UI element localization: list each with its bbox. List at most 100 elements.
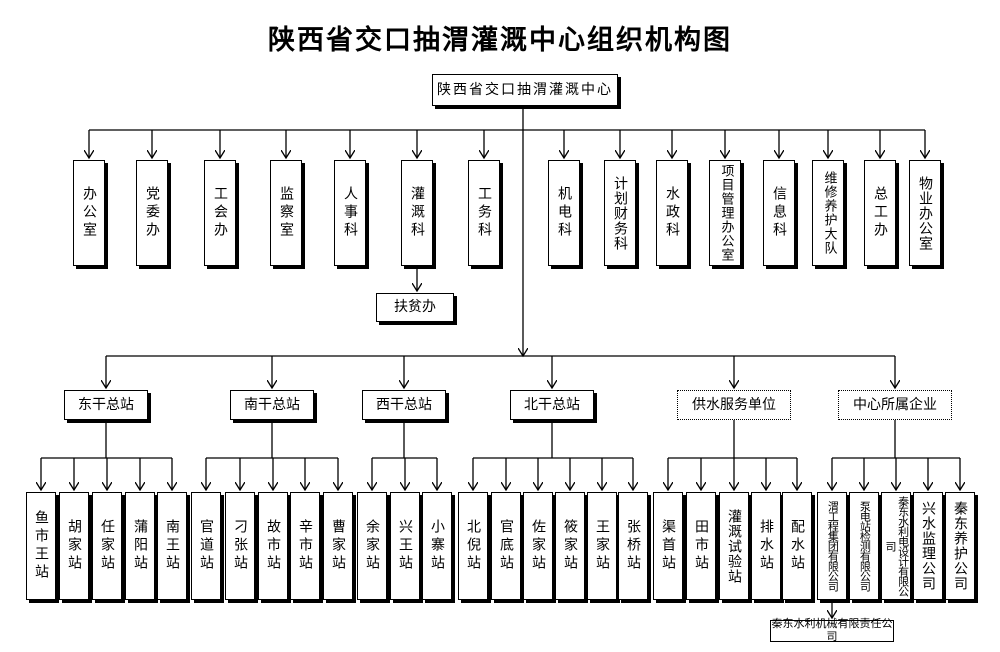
station-box-label: 刁张站 xyxy=(232,519,249,573)
department-box-label: 总工办 xyxy=(872,186,889,240)
station-box-label: 张桥站 xyxy=(625,519,642,573)
station-box: 鱼市王站 xyxy=(26,492,56,600)
group-box-label: 中心所属企业 xyxy=(853,396,937,413)
station-box-label: 佐家站 xyxy=(530,519,547,573)
station-box: 刁张站 xyxy=(225,492,255,600)
station-box: 南王站 xyxy=(157,492,187,600)
root-label: 陕西省交口抽渭灌溉中心 xyxy=(437,81,613,98)
station-box-label: 官道站 xyxy=(198,519,215,573)
group-box-label: 西干总站 xyxy=(376,396,432,413)
department-box: 计划财务科 xyxy=(604,160,636,266)
station-box-label: 辛市站 xyxy=(297,519,314,573)
sub-company-node: 秦东水利机械有限责任公司 xyxy=(770,617,894,643)
department-box-label: 党委办 xyxy=(144,186,161,240)
station-box: 渭工程集团有限公司 xyxy=(817,492,847,600)
station-box-label: 小寨站 xyxy=(429,519,446,573)
department-box-label: 计划财务科 xyxy=(612,175,629,251)
station-box: 兴水监理公司 xyxy=(913,492,943,600)
department-box: 项目管理办公室 xyxy=(709,160,741,266)
sub-department-label: 扶贫办 xyxy=(394,299,436,316)
station-box: 秦东养护公司 xyxy=(945,492,975,600)
station-box: 田市站 xyxy=(686,492,716,600)
station-box-label: 任家站 xyxy=(99,519,116,573)
station-box: 官道站 xyxy=(191,492,221,600)
station-box-label: 胡家站 xyxy=(66,519,83,573)
station-box: 张桥站 xyxy=(618,492,648,600)
group-box: 中心所属企业 xyxy=(838,390,952,420)
station-box: 渠首站 xyxy=(653,492,683,600)
station-box: 官底站 xyxy=(491,492,521,600)
station-box: 王家站 xyxy=(587,492,617,600)
sub-company-label: 秦东水利机械有限责任公司 xyxy=(771,617,893,643)
department-box: 人事科 xyxy=(334,160,366,266)
station-box: 小寨站 xyxy=(422,492,452,600)
station-box: 筱家站 xyxy=(555,492,585,600)
root-node: 陕西省交口抽渭灌溉中心 xyxy=(432,74,618,106)
group-box: 供水服务单位 xyxy=(677,390,791,420)
station-box: 配水站 xyxy=(782,492,812,600)
station-box-label: 配水站 xyxy=(789,519,806,573)
station-box: 灌溉试验站 xyxy=(719,492,749,600)
group-box: 南干总站 xyxy=(230,390,314,420)
station-box-label: 余家站 xyxy=(364,519,381,573)
department-box-label: 灌溉科 xyxy=(409,186,426,240)
group-box: 西干总站 xyxy=(362,390,446,420)
station-box-label: 兴水监理公司 xyxy=(920,501,937,591)
station-box-label: 秦东水利电设计有限公司 xyxy=(884,496,910,596)
station-box-label: 故市站 xyxy=(265,519,282,573)
department-box-label: 人事科 xyxy=(342,186,359,240)
department-box-label: 物业办公室 xyxy=(917,175,934,251)
department-box-label: 信息科 xyxy=(771,186,788,240)
department-box: 工会办 xyxy=(204,160,236,266)
group-box-label: 供水服务单位 xyxy=(692,396,776,413)
department-box-label: 工务科 xyxy=(476,186,493,240)
department-box-label: 水政科 xyxy=(664,186,681,240)
station-box: 任家站 xyxy=(92,492,122,600)
department-box: 维修养护大队 xyxy=(812,160,844,266)
department-box-label: 项目管理办公室 xyxy=(718,164,734,262)
group-box: 北干总站 xyxy=(510,390,594,420)
department-box-label: 机电科 xyxy=(556,186,573,240)
station-box-label: 灌溉试验站 xyxy=(726,508,743,584)
chart-title: 陕西省交口抽渭灌溉中心组织机构图 xyxy=(268,25,732,56)
station-box-label: 鱼市王站 xyxy=(33,510,50,582)
department-box-label: 办公室 xyxy=(81,186,98,240)
station-box: 胡家站 xyxy=(59,492,89,600)
department-box: 总工办 xyxy=(864,160,896,266)
department-box: 信息科 xyxy=(763,160,795,266)
station-box-label: 北倪站 xyxy=(465,519,482,573)
station-box-label: 秦东养护公司 xyxy=(952,501,969,591)
department-box: 灌溉科 xyxy=(401,160,433,266)
station-box: 兴王站 xyxy=(390,492,420,600)
sub-department-node: 扶贫办 xyxy=(376,293,454,322)
station-box-label: 南王站 xyxy=(164,519,181,573)
station-box: 北倪站 xyxy=(458,492,488,600)
station-box-label: 兴王站 xyxy=(397,519,414,573)
department-box: 党委办 xyxy=(136,160,168,266)
department-box: 监察室 xyxy=(270,160,302,266)
department-box-label: 维修养护大队 xyxy=(821,171,837,255)
station-box-label: 蒲阳站 xyxy=(132,519,149,573)
station-box: 佐家站 xyxy=(523,492,553,600)
station-box-label: 官底站 xyxy=(498,519,515,573)
group-box: 东干总站 xyxy=(64,390,148,420)
group-box-label: 北干总站 xyxy=(524,396,580,413)
department-box: 办公室 xyxy=(73,160,105,266)
station-box-label: 渠首站 xyxy=(660,519,677,573)
department-box: 物业办公室 xyxy=(909,160,941,266)
department-box-label: 工会办 xyxy=(212,186,229,240)
department-box-label: 监察室 xyxy=(278,186,295,240)
station-box-label: 泵电站检测有限公司 xyxy=(858,501,872,591)
station-box-label: 曹家站 xyxy=(330,519,347,573)
station-box: 蒲阳站 xyxy=(125,492,155,600)
station-box-label: 田市站 xyxy=(693,519,710,573)
station-box: 泵电站检测有限公司 xyxy=(849,492,879,600)
station-box: 秦东水利电设计有限公司 xyxy=(881,492,911,600)
station-box: 故市站 xyxy=(258,492,288,600)
station-box-label: 筱家站 xyxy=(562,519,579,573)
station-box-label: 排水站 xyxy=(758,519,775,573)
group-box-label: 东干总站 xyxy=(78,396,134,413)
department-box: 工务科 xyxy=(468,160,500,266)
station-box-label: 王家站 xyxy=(594,519,611,573)
